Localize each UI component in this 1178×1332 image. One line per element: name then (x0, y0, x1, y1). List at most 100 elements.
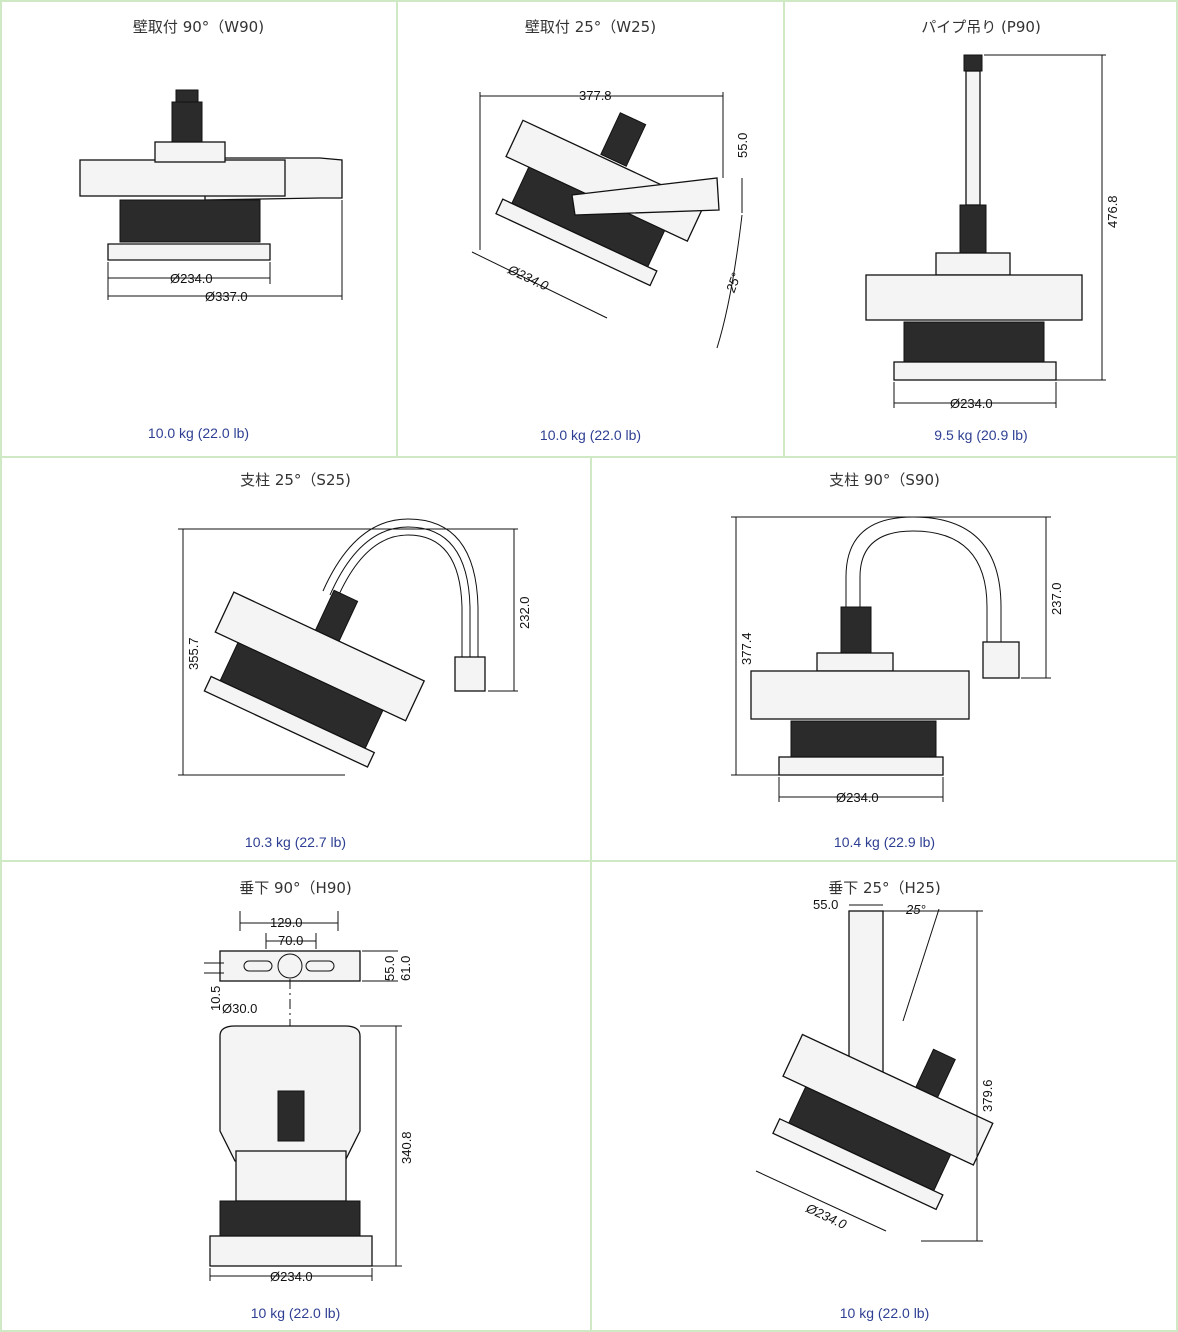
dim-label: 237.0 (1049, 582, 1064, 615)
panel-title: パイプ吊り (P90) (921, 18, 1041, 36)
panel-h90: 垂下 90°（H90) 129.0 70.0 10.5 Ø30.0 55.0 6… (0, 861, 591, 1332)
fixture-housing (79, 159, 286, 197)
dim-label: Ø234.0 (836, 790, 879, 805)
grid-row-divider-2 (0, 860, 1178, 862)
dim-label: 61.0 (398, 956, 413, 981)
connector-body (171, 101, 203, 143)
fixture-housing (750, 670, 970, 720)
lens-base (209, 1235, 373, 1267)
panel-h25: 垂下 25°（H25) 55.0 25° 379.6 Ø234.0 10 kg … (591, 861, 1178, 1332)
post-arm (329, 526, 471, 657)
w90-drawing: Ø234.0 Ø337.0 (79, 89, 343, 304)
fixture-top-box (935, 252, 1011, 276)
grid-bottom-border (0, 1330, 1178, 1332)
dim-label: 129.0 (270, 915, 303, 930)
dim-label: 55.0 (813, 897, 838, 912)
s90-drawing: 377.4 237.0 Ø234.0 (731, 516, 1064, 805)
dim-label: 10.5 (208, 986, 223, 1011)
panel-w25: 壁取付 25°（W25) 377.8 55.0 25° Ø234.0 10.0 … (397, 0, 784, 457)
dim-label: Ø234.0 (803, 1200, 850, 1232)
heatsink-fins (903, 321, 1045, 363)
angle-arc (716, 214, 743, 349)
h90-drawing: 129.0 70.0 10.5 Ø30.0 55.0 61.0 (204, 911, 414, 1284)
fixture-housing (235, 1150, 347, 1202)
panel-title: 支柱 90°（S90) (829, 471, 940, 489)
s25-drawing: 355.7 232.0 (178, 518, 532, 776)
panel-title: 支柱 25°（S25) (240, 471, 351, 489)
panel-s25: 支柱 25°（S25) 355.7 232.0 10.3 kg (22.7 lb… (0, 457, 591, 861)
lens-base (778, 756, 944, 776)
dim-label: Ø337.0 (205, 289, 248, 304)
grid-col-divider-2 (590, 457, 592, 1332)
panel-p90: パイプ吊り (P90) 476.8 Ø234.0 9.5 kg (20.9 lb… (784, 0, 1178, 457)
panel-w90: 壁取付 90°（W90) Ø234.0 Ø337.0 10.0 kg (22.0… (0, 0, 397, 457)
pipe-thread (963, 54, 983, 72)
weight-label: 10.0 kg (22.0 lb) (539, 427, 642, 443)
wall-arm (571, 177, 720, 216)
grid-left-border (0, 0, 2, 1332)
dim-label: 232.0 (517, 596, 532, 629)
dim-label: 379.6 (980, 1079, 995, 1112)
heatsink-fins (219, 1200, 361, 1237)
dim-label: 377.8 (579, 88, 612, 103)
post-sleeve (982, 641, 1020, 679)
dim-label: 355.7 (186, 637, 201, 670)
heatsink-fins (119, 199, 261, 243)
bracket-slot (305, 960, 335, 972)
lens-base (772, 1117, 944, 1211)
weight-label: 10.3 kg (22.7 lb) (244, 834, 347, 850)
weight-label: 10 kg (22.0 lb) (250, 1305, 341, 1321)
connector-body (600, 112, 647, 167)
lens-base (893, 361, 1057, 381)
weight-label: 10 kg (22.0 lb) (839, 1305, 930, 1321)
dim-label: 340.8 (399, 1131, 414, 1164)
post-arm-outline (322, 518, 479, 657)
grid-col-divider-1b (783, 0, 785, 457)
lens-base (495, 198, 658, 287)
connector-cap (175, 89, 199, 103)
dim-label: Ø234.0 (270, 1269, 313, 1284)
connector-body (840, 606, 872, 654)
grid-top-border (0, 0, 1178, 2)
dim-label: Ø30.0 (222, 1001, 257, 1016)
bracket-slot (243, 960, 273, 972)
dim-label: 70.0 (278, 933, 303, 948)
post-sleeve (454, 656, 486, 692)
weight-label: 10.4 kg (22.9 lb) (833, 834, 936, 850)
dim-line (755, 1170, 887, 1232)
lens-base (107, 243, 271, 261)
panel-s90: 支柱 90°（S90) 377.4 237.0 Ø234.0 10.4 kg (… (591, 457, 1178, 861)
pipe (965, 70, 981, 206)
h25-drawing: 55.0 25° 379.6 Ø234.0 (755, 897, 995, 1242)
panel-title: 垂下 90°（H90) (239, 879, 352, 897)
dim-line (471, 251, 608, 319)
panel-title: 壁取付 90°（W90) (132, 18, 265, 36)
fixture-housing (865, 274, 1083, 321)
weight-label: 10.0 kg (22.0 lb) (147, 425, 250, 441)
dim-label: 476.8 (1105, 195, 1120, 228)
panel-title: 壁取付 25°（W25) (524, 18, 657, 36)
angle-ref-line (902, 908, 940, 1022)
dim-label: Ø234.0 (505, 261, 552, 293)
panel-title: 垂下 25°（H25) (828, 879, 941, 897)
dim-label: 55.0 (735, 133, 750, 158)
grid-col-divider-1a (396, 0, 398, 457)
fixture-top-box (816, 652, 894, 672)
weight-label: 9.5 kg (20.9 lb) (934, 427, 1028, 443)
connector-body (277, 1090, 305, 1142)
angle-label: 25° (723, 271, 744, 296)
connector-body (959, 204, 987, 254)
heatsink-fins (790, 720, 937, 758)
dim-label: Ø234.0 (950, 396, 993, 411)
fixture-top-box (154, 141, 226, 163)
grid-right-border (1176, 0, 1178, 1332)
p90-drawing: 476.8 Ø234.0 (865, 54, 1120, 411)
dim-label: Ø234.0 (170, 271, 213, 286)
w25-drawing: 377.8 55.0 25° Ø234.0 (471, 88, 750, 349)
dim-label: 377.4 (739, 632, 754, 665)
bracket-hole (277, 953, 303, 979)
mount-bracket-plate (219, 950, 361, 982)
dim-label: 55.0 (382, 956, 397, 981)
angle-label: 25° (905, 902, 926, 917)
